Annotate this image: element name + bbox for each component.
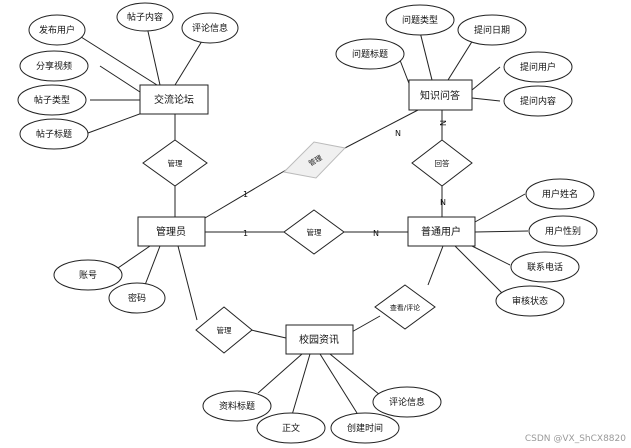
rel-admin-forum-label: 管理 xyxy=(168,158,183,168)
attr-admin-password-label: 密码 xyxy=(128,292,146,304)
attr-forum-type: 帖子类型 xyxy=(17,84,87,116)
rel-admin-news-label: 管理 xyxy=(217,325,232,335)
entity-news-label: 校园资讯 xyxy=(299,333,339,346)
attr-forum-comments-label: 评论信息 xyxy=(192,22,228,34)
attr-qa-title: 问题标题 xyxy=(335,38,405,70)
card-admin-qa-many: N xyxy=(395,129,401,138)
attr-forum-comments: 评论信息 xyxy=(181,12,239,44)
attr-qa-content-label: 提问内容 xyxy=(520,95,556,107)
entity-admin-label: 管理员 xyxy=(156,225,186,238)
card-admin-user-one: 1 xyxy=(243,229,248,238)
attr-qa-title-label: 问题标题 xyxy=(352,48,388,60)
watermark-text: CSDN @VX_ShCX8820 xyxy=(525,434,626,444)
attr-qa-content: 提问内容 xyxy=(503,85,573,117)
attr-user-phone-label: 联系电话 xyxy=(527,261,563,273)
rel-admin-user: 管理 xyxy=(283,209,345,255)
card-admin-user-many: N xyxy=(373,229,379,238)
attr-forum-publisher-label: 发布用户 xyxy=(39,24,75,36)
entity-forum-label: 交流论坛 xyxy=(154,93,194,106)
entity-qa-label: 知识问答 xyxy=(420,89,460,102)
attr-qa-date-label: 提问日期 xyxy=(474,24,510,36)
attr-forum-title-label: 帖子标题 xyxy=(36,128,72,140)
attr-user-gender: 用户性别 xyxy=(528,215,598,247)
rel-admin-news: 管理 xyxy=(195,306,253,354)
attr-news-created: 创建时间 xyxy=(330,412,400,444)
entity-forum: 交流论坛 xyxy=(139,84,209,115)
rel-user-news: 查看/评论 xyxy=(374,284,436,330)
attr-user-status-label: 审核状态 xyxy=(512,295,548,307)
attr-forum-publisher: 发布用户 xyxy=(28,14,86,46)
connector-lines xyxy=(69,17,529,416)
card-qa-user-bottom: N xyxy=(440,198,446,207)
attr-news-created-label: 创建时间 xyxy=(347,422,383,434)
attr-qa-asker: 提问用户 xyxy=(503,51,573,83)
attr-qa-asker-label: 提问用户 xyxy=(520,61,556,73)
entity-news: 校园资讯 xyxy=(285,324,354,355)
attr-news-title-label: 资料标题 xyxy=(219,400,255,412)
rel-admin-user-label: 管理 xyxy=(307,227,322,237)
attr-news-comments-label: 评论信息 xyxy=(389,396,425,408)
attr-user-gender-label: 用户性别 xyxy=(545,225,581,237)
card-admin-qa-one: 1 xyxy=(243,190,248,199)
entity-admin: 管理员 xyxy=(137,216,206,247)
attr-forum-title: 帖子标题 xyxy=(19,118,89,150)
attr-news-title: 资料标题 xyxy=(202,390,272,422)
rel-user-qa: 回答 xyxy=(411,139,473,187)
attr-admin-password: 密码 xyxy=(108,282,166,314)
rel-admin-forum: 管理 xyxy=(142,139,208,187)
attr-qa-type: 问题类型 xyxy=(385,4,455,36)
rel-user-news-label: 查看/评论 xyxy=(390,303,420,312)
attr-news-comments: 评论信息 xyxy=(372,386,442,418)
rel-user-qa-label: 回答 xyxy=(435,158,450,168)
attr-forum-content-label: 帖子内容 xyxy=(127,11,163,23)
attr-forum-type-label: 帖子类型 xyxy=(34,94,70,106)
attr-forum-video: 分享视频 xyxy=(19,50,89,82)
cardinality-labels: 1 N 1 N N N xyxy=(243,120,447,238)
attr-news-body: 正文 xyxy=(256,412,326,444)
entity-user-label: 普通用户 xyxy=(421,225,461,238)
entity-user: 普通用户 xyxy=(407,216,476,247)
attr-user-phone: 联系电话 xyxy=(510,251,580,283)
attr-user-status: 审核状态 xyxy=(495,285,565,317)
attr-user-name: 用户姓名 xyxy=(525,178,595,210)
entity-qa: 知识问答 xyxy=(408,79,473,111)
attr-news-body-label: 正文 xyxy=(282,422,300,434)
attr-admin-account: 账号 xyxy=(53,259,123,291)
attr-forum-video-label: 分享视频 xyxy=(36,60,72,72)
attr-forum-content: 帖子内容 xyxy=(116,2,174,32)
attr-user-name-label: 用户姓名 xyxy=(542,188,578,200)
attr-admin-account-label: 账号 xyxy=(79,270,97,281)
card-qa-user-top: N xyxy=(438,120,447,126)
attr-qa-type-label: 问题类型 xyxy=(402,14,438,26)
attr-qa-date: 提问日期 xyxy=(457,14,527,46)
rel-admin-qa: 管理 xyxy=(282,141,347,179)
